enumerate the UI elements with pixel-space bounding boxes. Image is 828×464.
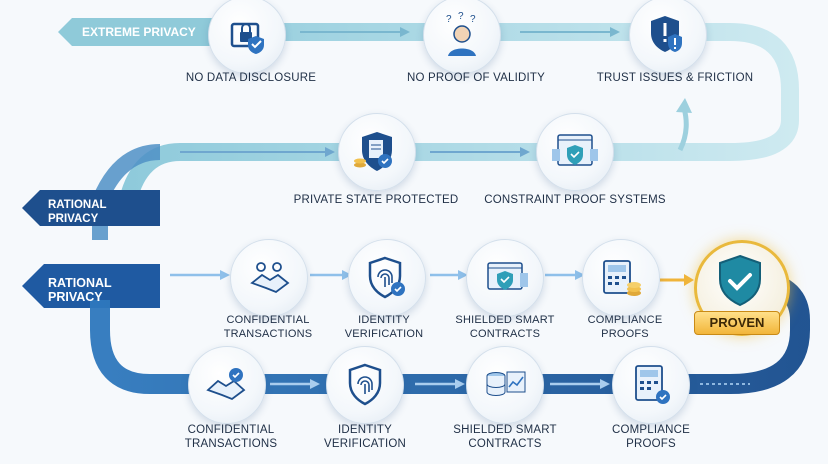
proof-system-icon [536, 113, 614, 191]
svg-text:?: ? [470, 14, 476, 25]
rational-privacy-label-mid: RATIONAL PRIVACY [48, 276, 112, 304]
up-arrow [677, 107, 689, 152]
row1-label-1: NO DATA DISCLOSURE [185, 72, 317, 84]
row2-label-1: PRIVATE STATE PROTECTED [293, 194, 459, 206]
row3-label-2a: IDENTITY [358, 314, 410, 326]
extreme-tag [58, 18, 215, 46]
rational-privacy-label-top: RATIONAL PRIVACY [48, 199, 107, 225]
row2-label-2: CONSTRAINT PROOF SYSTEMS [484, 194, 666, 206]
handshake-icon [230, 239, 308, 317]
row4-label-1b: TRANSACTIONS [184, 438, 278, 450]
svg-text:?: ? [458, 11, 464, 22]
svg-text:?: ? [446, 14, 452, 25]
warning-shield-icon [629, 0, 707, 74]
handshake-check-icon [188, 346, 266, 424]
row3-label-4a: COMPLIANCE [587, 314, 663, 326]
row4-label-2a: IDENTITY [338, 424, 392, 436]
lock-shield-icon [208, 0, 286, 74]
row4-label-3a: SHIELDED SMART [453, 424, 557, 436]
row4-label-2b: VERIFICATION [323, 438, 407, 450]
check-shield-icon [712, 252, 768, 308]
row4-label-4b: PROOFS [626, 438, 676, 450]
loop-path [90, 270, 810, 394]
proven-label: PROVEN [694, 311, 780, 335]
fingerprint-shield-icon [348, 239, 426, 317]
row3-label-2b: VERIFICATION [344, 328, 424, 340]
calculator-coins-icon [582, 239, 660, 317]
rational-mid-tag [22, 264, 160, 308]
extreme-privacy-label: EXTREME PRIVACY [82, 25, 196, 39]
row1-label-3: TRUST ISSUES & FRICTION [596, 72, 754, 84]
shielded-contract-icon [466, 239, 544, 317]
row3-label-4b: PROOFS [601, 328, 649, 340]
row4-label-1a: CONFIDENTIAL [187, 424, 275, 436]
row3-label-3b: CONTRACTS [469, 328, 541, 340]
row3-label-1b: TRANSACTIONS [223, 328, 313, 340]
row1-label-2: NO PROOF OF VALIDITY [407, 72, 545, 84]
rational-top-tag [22, 190, 160, 226]
shield-document-icon [338, 113, 416, 191]
row4-label-3b: CONTRACTS [468, 438, 542, 450]
top-path [81, 23, 799, 209]
calculator-check-icon [612, 346, 690, 424]
row3-label-3a: SHIELDED SMART [455, 314, 555, 326]
row3-label-1a: CONFIDENTIAL [226, 314, 310, 326]
fingerprint-shield-icon-2 [326, 346, 404, 424]
row4-label-4a: COMPLIANCE [611, 424, 691, 436]
database-chart-icon [466, 346, 544, 424]
confused-person-icon: ??? [423, 0, 501, 74]
